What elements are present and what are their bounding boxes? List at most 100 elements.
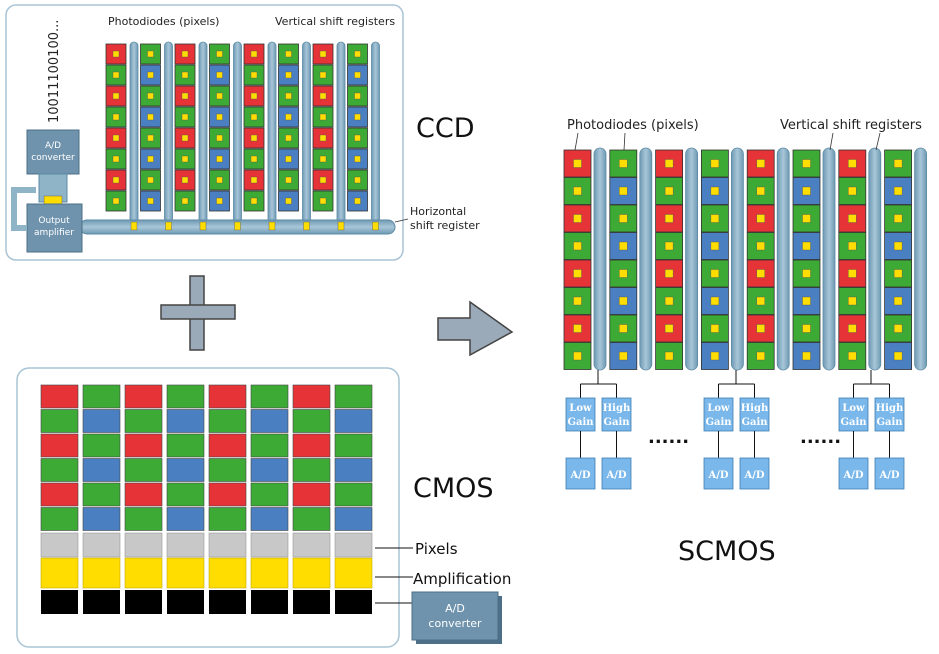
scmos-pixel-well [802,186,811,196]
right-arrow-icon [437,300,514,357]
cmos-amplifier-cell [292,557,331,589]
cmos-pixel [334,409,373,433]
ccd-pixel-well [181,71,189,79]
scmos-pixel-well [848,241,857,251]
scmos-pixel-well [664,241,674,251]
ccd-adc-label-1: A/D [45,141,61,151]
cmos-pixel [166,384,205,409]
scmos-pixel-well [619,324,628,333]
scmos-low-gain-box [565,397,596,432]
cmos-adc-box [411,591,499,641]
cmos-pixel [166,433,205,458]
scmos-pixel-well [802,241,811,251]
scmos-pixel-well [848,324,857,333]
cmos-amplifier-cell [124,557,163,589]
ccd-pixel-well [147,92,154,100]
ccd-pixel-well [319,71,327,79]
cmos-adc-cell [41,590,78,614]
scmos-vertical-register [731,147,744,371]
ccd-register-tap [234,221,241,231]
ccd-horizontal-label-1: Horizontal [410,205,466,218]
scmos-gain-label-1: Low [569,403,592,414]
cmos-pixel [124,482,163,507]
cmos-pixel [40,409,79,433]
ccd-pixel-well [216,50,223,58]
scmos-pixel-well [756,269,765,278]
scmos-pixel-well [893,296,903,306]
scmos-pixel-well [664,324,674,333]
ccd-panel-frame [5,4,404,261]
scmos-pixel-well [848,351,857,361]
cmos-pixel [250,409,289,433]
ccd-horizontal-leader [394,218,409,223]
ccd-pixel-well [147,71,154,79]
scmos-high-gain-box [874,397,905,432]
ccd-pixel-well [181,134,189,142]
ccd-adc-box [26,129,80,175]
ccd-bitstream: 10011100100... [47,20,62,123]
scmos-pixel-well [619,214,628,223]
scmos-pixel-well [756,159,765,168]
scmos-photodiodes-leader [574,132,579,151]
cmos-amplifier-cell [40,557,79,589]
ccd-vertical-register [371,41,380,228]
cmos-pixel [124,384,163,409]
ccd-pixel-well [112,92,120,100]
cmos-adc-cell [83,590,120,614]
cmos-pixel [40,433,79,458]
ccd-pixel-well [354,134,361,142]
scmos-pixel [746,287,775,315]
ccd-pixel-well [354,71,361,79]
cmos-amplifier-cell [82,557,121,589]
scmos-pixel-well [802,269,811,278]
cmos-pixel [250,433,289,458]
ccd-pixel-well [354,92,361,100]
ccd-vertical-register [267,41,277,228]
scmos-adc-box [601,457,632,490]
cmos-pixel-cell [124,532,163,558]
cmos-pixel [124,433,163,458]
ccd-pixel-well [147,134,154,142]
scmos-pixel-well [619,159,628,168]
ccd-register-tap [165,221,172,231]
plus-icon [160,275,236,351]
ccd-pixel-well [181,92,189,100]
scmos-vertical-shift-registers [593,147,927,371]
cmos-pixel [208,507,247,531]
scmos-pixel-well [848,296,857,306]
scmos-pixel-well [573,214,582,223]
scmos-pixel-well [619,186,628,196]
cmos-pixel [40,507,79,531]
ccd-pixel-well [181,113,189,121]
scmos-adc-label: A/D [569,470,590,481]
scmos-pixel-grid [563,149,912,370]
ccd-pixel-well [181,176,189,184]
scmos-pixel-well [619,296,628,306]
ccd-register-tap [303,221,310,231]
scmos-pixel-well [848,159,857,168]
cmos-pixel [166,409,205,433]
scmos-pixel-well [756,296,765,306]
cmos-panel: Pixels Amplification A/D converter CMOS [16,367,511,648]
cmos-pixel [292,384,331,409]
scmos-pixel-well [802,296,811,306]
scmos-gain-label-1: High [876,403,904,414]
scmos-pixel-well [756,241,765,251]
scmos-high-gain-box [601,397,632,432]
cmos-pixel [250,507,289,531]
ccd-pixel-well [112,134,120,142]
ccd-pixel-grid [105,43,368,212]
scmos-pixel [563,259,592,288]
scmos-pixel [655,149,683,178]
scmos-pixel-well [664,186,674,196]
ccd-register-tap [130,221,138,231]
cmos-amplifier-cell [208,557,247,589]
ccd-vertical-register [164,41,173,228]
cmos-pixel-cell [334,532,373,558]
cmos-pixel-cell [292,532,331,558]
ccd-pixel-well [216,71,223,79]
ccd-panel: A/D converter Output amplifier 100111001… [5,4,480,261]
ccd-pixel-well [354,176,361,184]
cmos-pixel [208,409,247,433]
scmos-adc-label: A/D [743,470,764,481]
